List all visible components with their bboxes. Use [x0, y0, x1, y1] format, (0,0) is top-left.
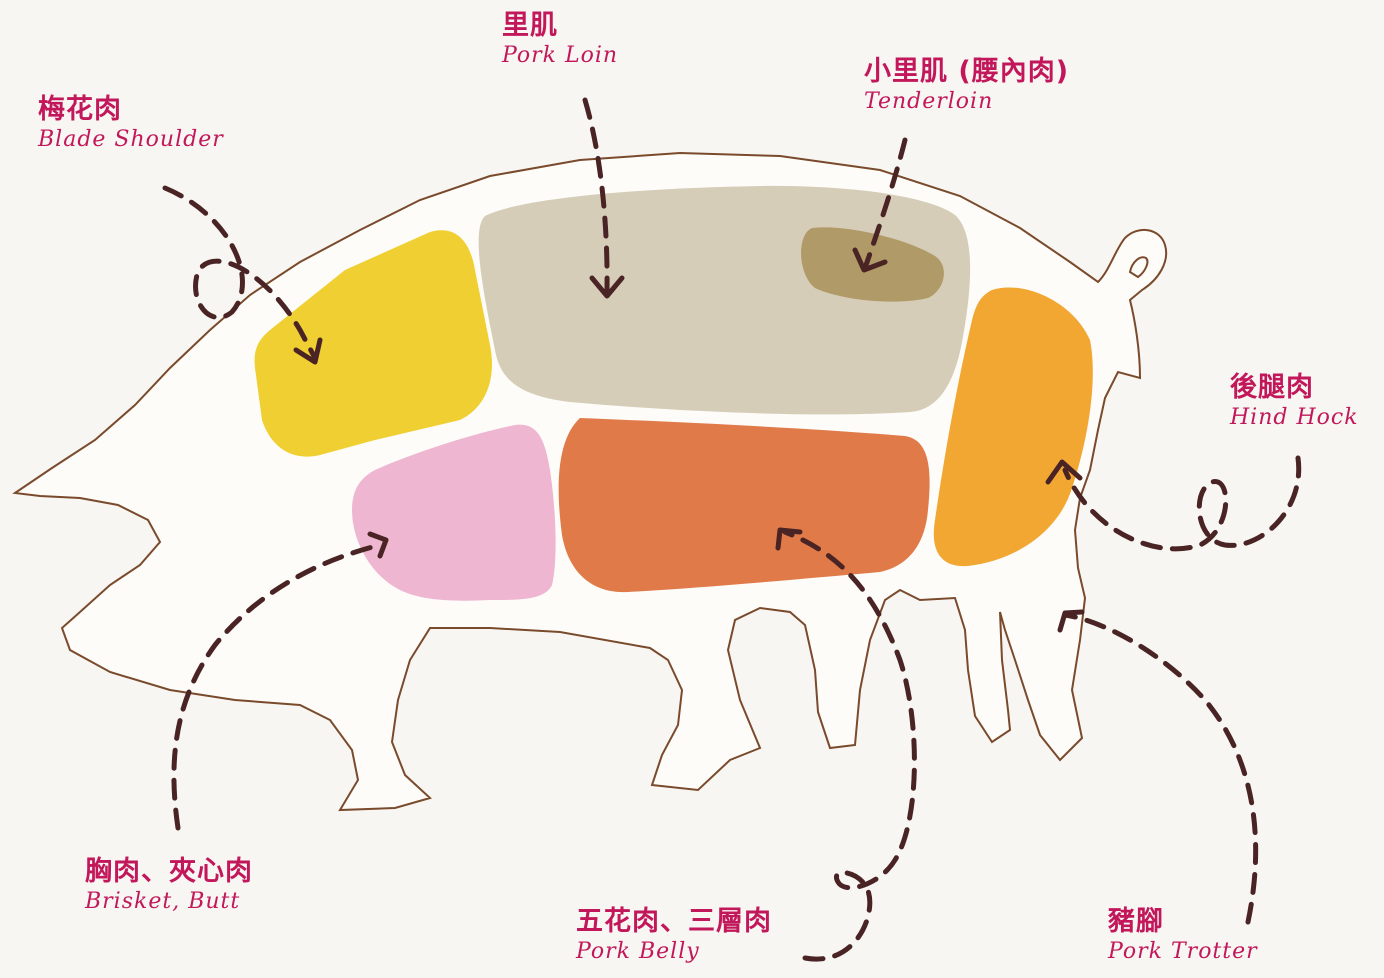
label-pork-loin-en: Pork Loin — [502, 43, 618, 68]
label-pork-trotter-en: Pork Trotter — [1108, 939, 1258, 964]
label-tenderloin-zh: 小里肌 (腰內肉) — [864, 56, 1069, 87]
label-hind-hock-zh: 後腿肉 — [1230, 372, 1359, 403]
label-pork-belly-en: Pork Belly — [576, 939, 772, 964]
pork-belly-region — [559, 418, 930, 592]
pork-trotter-arrow — [1065, 615, 1256, 922]
label-pork-belly: 五花肉、三層肉 Pork Belly — [576, 906, 772, 964]
label-brisket-butt: 胸肉、夾心肉 Brisket, Butt — [85, 856, 253, 914]
label-blade-shoulder-en: Blade Shoulder — [38, 127, 224, 152]
label-pork-belly-zh: 五花肉、三層肉 — [576, 906, 772, 937]
hind-hock-arrow — [1065, 458, 1299, 549]
label-brisket-butt-zh: 胸肉、夾心肉 — [85, 856, 253, 887]
label-tenderloin-en: Tenderloin — [864, 89, 1069, 114]
label-blade-shoulder-zh: 梅花肉 — [38, 94, 224, 125]
label-hind-hock-en: Hind Hock — [1230, 405, 1359, 430]
label-pork-loin: 里肌 Pork Loin — [502, 10, 618, 68]
label-pork-trotter: 豬腳 Pork Trotter — [1108, 906, 1258, 964]
label-blade-shoulder: 梅花肉 Blade Shoulder — [38, 94, 224, 152]
label-hind-hock: 後腿肉 Hind Hock — [1230, 372, 1359, 430]
label-brisket-butt-en: Brisket, Butt — [85, 889, 253, 914]
label-tenderloin: 小里肌 (腰內肉) Tenderloin — [864, 56, 1069, 114]
label-pork-trotter-zh: 豬腳 — [1108, 906, 1258, 937]
label-pork-loin-zh: 里肌 — [502, 10, 618, 41]
